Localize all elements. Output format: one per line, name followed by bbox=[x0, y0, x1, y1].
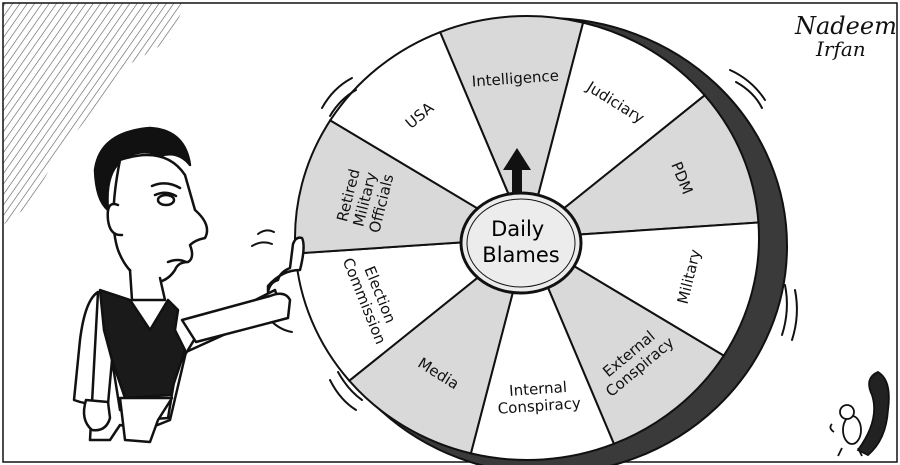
segment-label-line: Conspiracy bbox=[497, 394, 581, 418]
wheel-segment bbox=[438, 15, 585, 242]
segment-label: InternalConspiracy bbox=[496, 377, 582, 418]
wheel-segment bbox=[469, 234, 616, 461]
wheel-segment bbox=[347, 235, 529, 455]
textured-background bbox=[3, 3, 185, 225]
face bbox=[112, 153, 209, 284]
wheel-hub bbox=[459, 191, 583, 295]
segment-label-line: Internal bbox=[509, 378, 568, 400]
man-figure bbox=[72, 126, 305, 444]
wheel-segment bbox=[525, 21, 707, 241]
hub-label: Daily Blames bbox=[482, 217, 559, 267]
artist-signature: Nadeem Irfan bbox=[794, 12, 900, 61]
wheel-segment bbox=[523, 93, 760, 240]
hand bbox=[266, 236, 305, 294]
wheel-segment bbox=[523, 221, 760, 357]
squirrel-icon bbox=[829, 370, 890, 457]
wheel-segment bbox=[524, 235, 726, 446]
up-arrow-icon bbox=[503, 148, 531, 194]
wheel-segment bbox=[328, 30, 530, 241]
vest bbox=[98, 288, 187, 400]
motion-lines bbox=[251, 69, 798, 411]
